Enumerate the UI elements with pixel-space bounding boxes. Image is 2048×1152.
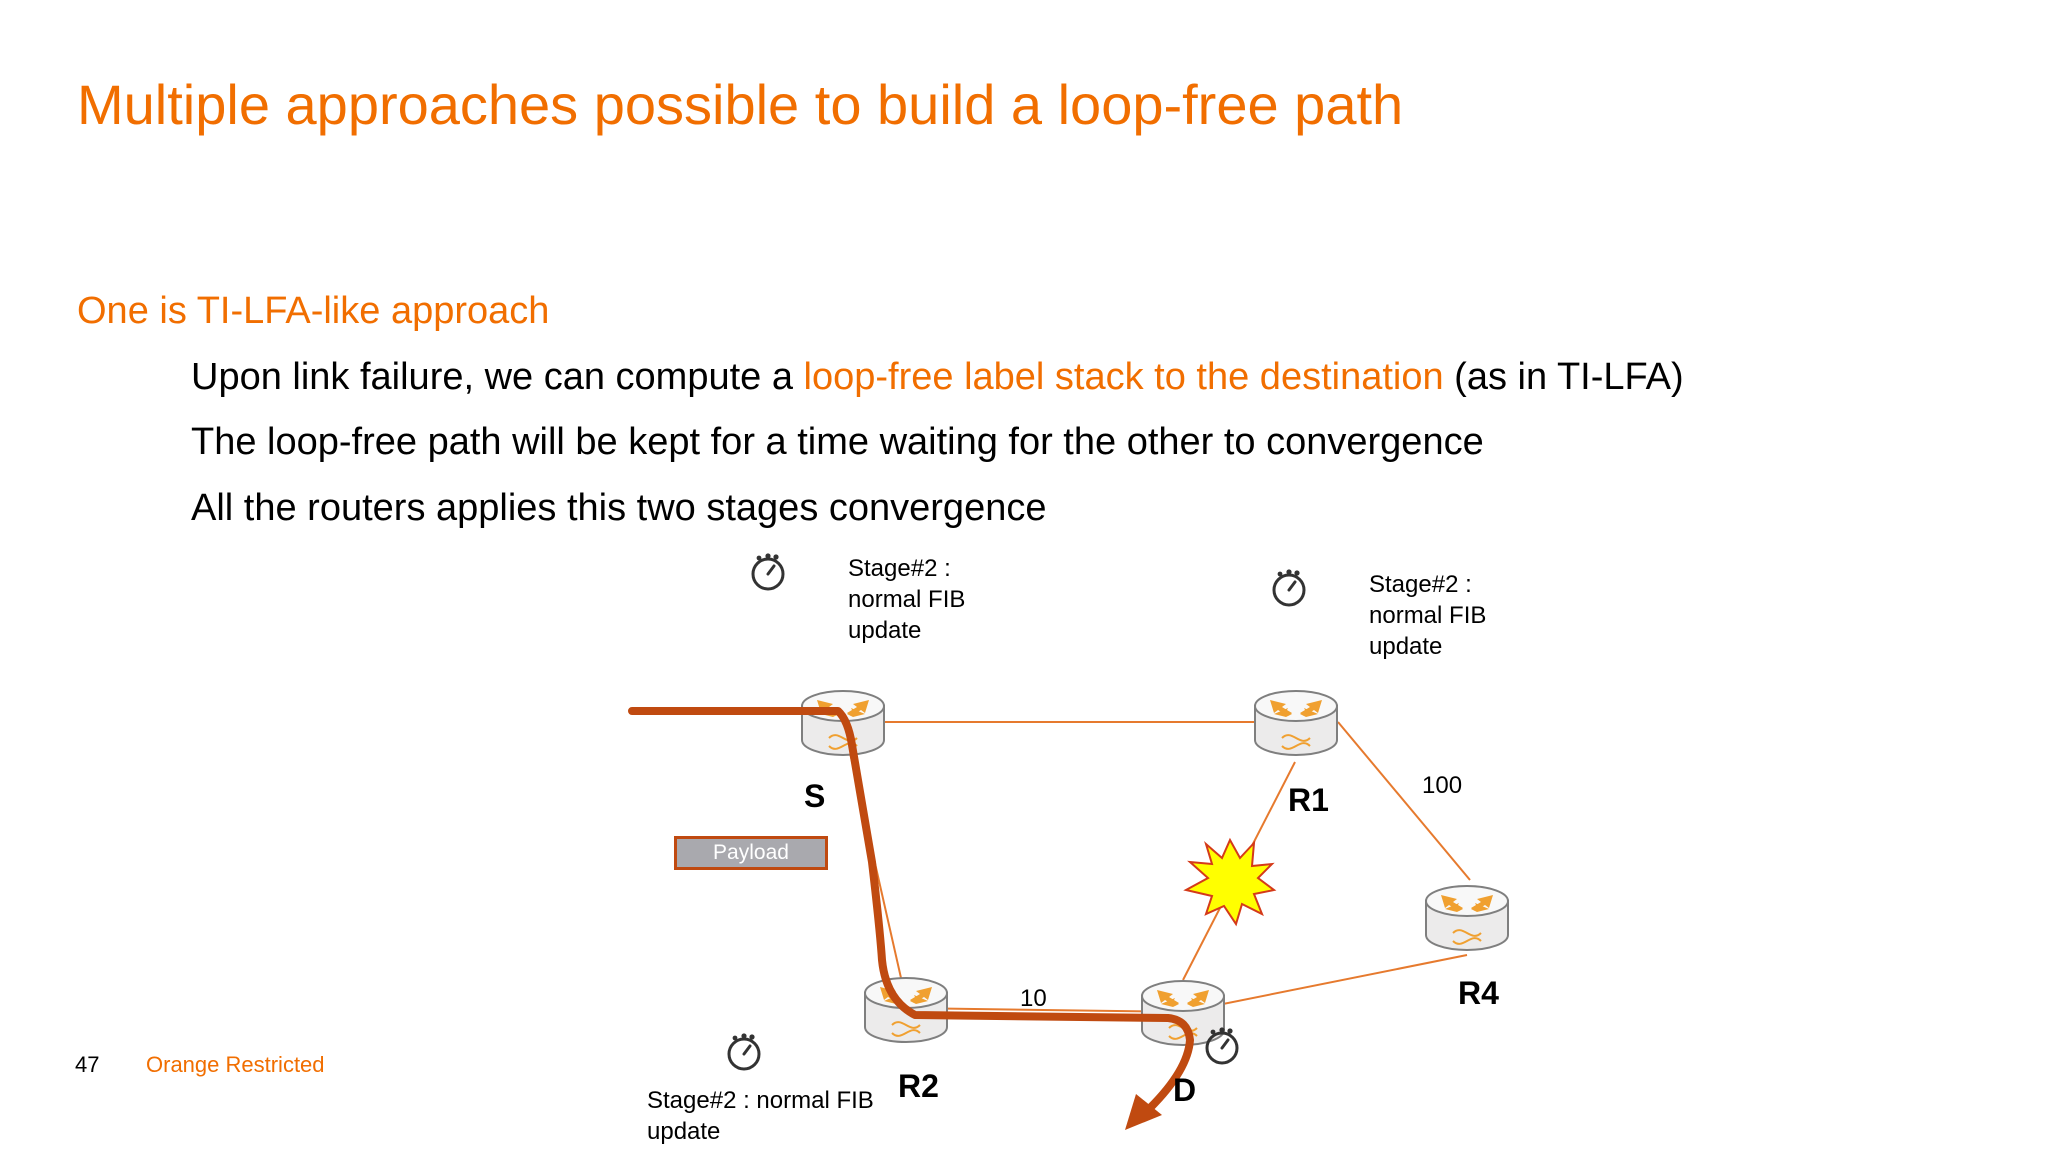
router-r1-icon <box>1254 690 1338 756</box>
stage-note-r1-line: Stage#2 : <box>1369 571 1472 598</box>
stage-note-s: Stage#2 : normal FIB update <box>848 553 1028 646</box>
stage-note-s-line: normal FIB <box>848 586 966 613</box>
stage-note-s-line: update <box>848 617 922 644</box>
link-r2-d <box>905 1007 1184 1013</box>
link-r1-r4 <box>1337 721 1471 881</box>
payload-box: Payload <box>674 836 828 870</box>
bullet-1-suffix: (as in TI-LFA) <box>1443 356 1684 398</box>
timer-icon-r1 <box>1272 567 1306 607</box>
loop-free-path <box>628 707 1194 1130</box>
node-label-r4: R4 <box>1458 975 1499 1011</box>
bullet-1-text: Upon link failure, we can compute a <box>191 356 804 398</box>
link-d-r4 <box>1182 954 1468 1013</box>
bullet-2: The loop-free path will be kept for a ti… <box>191 421 1484 463</box>
stage-note-r2: Stage#2 : normal FIB update <box>647 1085 907 1147</box>
timer-icon-d <box>1205 1025 1239 1065</box>
page-number: 47 <box>75 1052 100 1077</box>
slide-title: Multiple approaches possible to build a … <box>77 73 1404 136</box>
stage-note-r1-line: normal FIB <box>1369 602 1487 629</box>
timer-icon-s <box>751 551 785 591</box>
node-label-s: S <box>804 778 826 814</box>
classification-label: Orange Restricted <box>146 1052 325 1077</box>
section-heading: One is TI-LFA-like approach <box>77 290 550 332</box>
node-label-r2: R2 <box>898 1068 939 1104</box>
timer-icon-r2 <box>727 1031 761 1071</box>
stage-note-s-line: Stage#2 : <box>848 555 951 582</box>
stage-note-r1-line: update <box>1369 633 1443 660</box>
network-links <box>842 721 1471 1013</box>
router-r4-icon <box>1425 885 1509 951</box>
stage-note-r2-line: Stage#2 : normal FIB <box>647 1087 874 1114</box>
bullet-1-highlight: loop-free label stack to the destination <box>803 356 1444 398</box>
stage-note-r2-line: update <box>647 1118 721 1145</box>
stage-note-r1: Stage#2 : normal FIB update <box>1369 569 1549 662</box>
link-metric-r1-r4: 100 <box>1422 772 1463 799</box>
link-metric-r2-d: 10 <box>1020 985 1047 1012</box>
failure-burst-icon <box>1183 837 1277 927</box>
node-label-r1: R1 <box>1288 782 1329 818</box>
bullet-3: All the routers applies this two stages … <box>191 487 1047 529</box>
bullet-1: Upon link failure, we can compute a loop… <box>191 356 1684 399</box>
node-label-d: D <box>1173 1072 1197 1108</box>
